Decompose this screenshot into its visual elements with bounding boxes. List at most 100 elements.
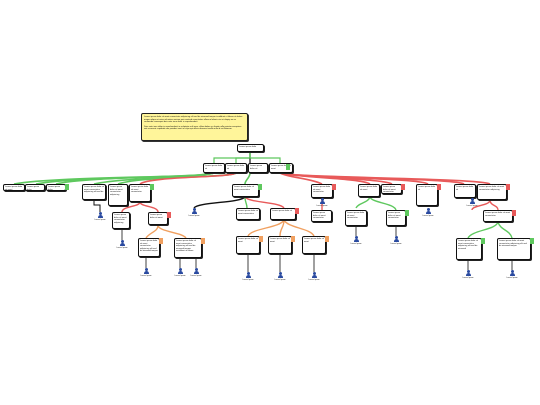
topic-node[interactable]: Lorem ipsum dolor sit bbox=[270, 208, 296, 220]
topic-node[interactable]: Lorem ipsum dolor sit amet consectetur bbox=[345, 210, 367, 226]
connector bbox=[247, 219, 285, 237]
person-icon bbox=[276, 272, 284, 278]
connector bbox=[489, 199, 499, 211]
topic-node[interactable]: Lorem ipsum dolor sit bbox=[416, 184, 438, 206]
person-label: Lorem Ipsum bbox=[316, 205, 328, 207]
status-tab bbox=[201, 238, 205, 244]
connector bbox=[55, 172, 215, 185]
person-label: Lorem Ipsum bbox=[390, 243, 402, 245]
connector bbox=[279, 219, 285, 237]
topic-node[interactable]: Lorem ipsum dolor sit bbox=[225, 163, 247, 173]
sticky-note: Lorem ipsum dolor sit amet consectetur a… bbox=[141, 113, 248, 141]
person-label: Lorem Ipsum bbox=[466, 205, 478, 207]
connector bbox=[244, 196, 248, 209]
person-label: Lorem Ipsum bbox=[462, 277, 474, 279]
connector bbox=[93, 200, 101, 212]
topic-node[interactable]: Lorem ipsum dolor sit amet bbox=[358, 184, 380, 197]
topic-node[interactable]: Lorem ipsum dolor sit amet consectetur bbox=[311, 210, 332, 222]
topic-node[interactable]: Lorem ipsum dolor sit amet consectetur bbox=[311, 184, 333, 198]
topic-node[interactable]: Lorem ipsum dolor sit amet consectetur a… bbox=[456, 238, 482, 260]
topic-node[interactable]: Lorem ipsum dolor sit amet consectetur a… bbox=[82, 184, 106, 200]
connector bbox=[355, 196, 371, 209]
note-paragraph: Duis aute irure dolor in reprehenderit i… bbox=[144, 125, 242, 131]
topic-node[interactable]: Lorem ipsum dolor sit amet consectetur bbox=[129, 184, 151, 202]
person-icon bbox=[464, 270, 472, 276]
status-tab bbox=[291, 236, 295, 242]
connector bbox=[497, 221, 513, 239]
topic-node[interactable]: Lorem ipsum dolor sit amet bbox=[268, 236, 292, 254]
topic-node[interactable]: Lorem ipsum dolor sit amet consectetur a… bbox=[112, 212, 130, 229]
person-icon bbox=[176, 268, 184, 274]
topic-node[interactable]: Lorem ipsum dolor bbox=[25, 184, 45, 191]
connector bbox=[139, 172, 237, 185]
person-label: Lorem Ipsum bbox=[506, 277, 518, 279]
person-label: Lorem Ipsum bbox=[274, 279, 286, 281]
status-tab bbox=[332, 184, 336, 190]
person-label: Lorem Ipsum bbox=[140, 275, 152, 277]
topic-node[interactable]: Lorem ipsum dolor sit amet consectetur a… bbox=[174, 238, 202, 258]
topic-node[interactable]: Lorem ipsum dolor sit amet consectetur a… bbox=[477, 184, 507, 200]
connector bbox=[279, 172, 491, 185]
connector bbox=[193, 196, 246, 209]
topic-node[interactable]: Lorem ipsum dolor sit amet consectetur bbox=[381, 184, 402, 194]
person-icon bbox=[96, 212, 104, 218]
person-icon bbox=[192, 268, 200, 274]
person-icon bbox=[468, 198, 476, 204]
status-tab bbox=[530, 238, 534, 244]
connector bbox=[235, 152, 251, 163]
topic-node[interactable]: Lorem ipsum dolor sit amet bbox=[302, 236, 326, 254]
person-icon bbox=[352, 236, 360, 242]
person-label: Lorem Ipsum bbox=[190, 275, 202, 277]
status-tab bbox=[65, 184, 69, 190]
status-tab bbox=[437, 184, 441, 190]
connector bbox=[244, 172, 251, 185]
connector bbox=[145, 224, 159, 239]
status-tab bbox=[325, 236, 329, 242]
topic-node[interactable]: Lorem ipsum dolor sit amet bbox=[236, 236, 260, 254]
person-label: Lorem Ipsum bbox=[94, 219, 106, 221]
topic-node[interactable]: Lorem ipsum dolor bbox=[46, 184, 66, 191]
connector bbox=[244, 196, 285, 209]
topic-node[interactable]: Lorem ipsum dolor sit amet consectetur a… bbox=[108, 184, 128, 206]
note-paragraph: Lorem ipsum dolor sit amet consectetur a… bbox=[144, 116, 243, 124]
person-label: Lorem Ipsum bbox=[174, 275, 186, 277]
person-label: Lorem Ipsum bbox=[350, 243, 362, 245]
topic-node[interactable]: Lorem ipsum dolor sit bbox=[454, 184, 476, 198]
topic-node[interactable]: Lorem ipsum dolor sit amet consectetur bbox=[236, 208, 260, 220]
status-tab bbox=[401, 184, 405, 190]
topic-node[interactable]: Lorem ipsum dolor sit bbox=[203, 163, 225, 173]
status-tab bbox=[405, 210, 409, 216]
status-tab bbox=[295, 208, 299, 214]
person-icon bbox=[142, 268, 150, 274]
topic-node[interactable]: Lorem ipsum dolor sit amet consectetur bbox=[232, 184, 259, 197]
person-icon bbox=[310, 272, 318, 278]
topic-node[interactable]: Lorem ipsum dolor sit amet bbox=[148, 212, 168, 225]
connector bbox=[157, 224, 187, 239]
root-topic[interactable]: Lorem ipsum dolor bbox=[237, 144, 264, 152]
person-icon bbox=[508, 270, 516, 276]
topic-node[interactable]: Lorem ipsum dolor sit amet bbox=[3, 184, 25, 191]
status-tab bbox=[512, 210, 516, 216]
person-icon bbox=[244, 272, 252, 278]
status-tab bbox=[506, 184, 510, 190]
topic-node[interactable]: Lorem ipsum dolor sit amet bbox=[269, 163, 293, 173]
status-tab bbox=[258, 184, 262, 190]
connector bbox=[369, 196, 397, 211]
topic-node[interactable]: Lorem ipsum dolor sit amet consectetur a… bbox=[497, 238, 531, 260]
topic-node[interactable]: Lorem ipsum dolor sit amet consectetur bbox=[386, 210, 406, 226]
connector bbox=[121, 201, 141, 213]
connector bbox=[249, 152, 281, 163]
status-tab bbox=[159, 238, 163, 244]
topic-node[interactable]: Lorem ipsum dolor sit amet consectetur a… bbox=[138, 238, 160, 257]
person-label: Lorem Ipsum bbox=[116, 247, 128, 249]
connector bbox=[283, 219, 315, 237]
person-label: Lorem Ipsum bbox=[422, 215, 434, 217]
person-label: Lorem Ipsum bbox=[308, 279, 320, 281]
topic-node[interactable]: Lorem ipsum dolor sit amet consectetur bbox=[483, 210, 513, 222]
person-label: Lorem Ipsum bbox=[242, 279, 254, 281]
status-tab bbox=[167, 212, 171, 218]
person-label: Lorem Ipsum bbox=[188, 215, 200, 217]
topic-node[interactable]: Lorem ipsum dolor sit bbox=[248, 163, 268, 173]
